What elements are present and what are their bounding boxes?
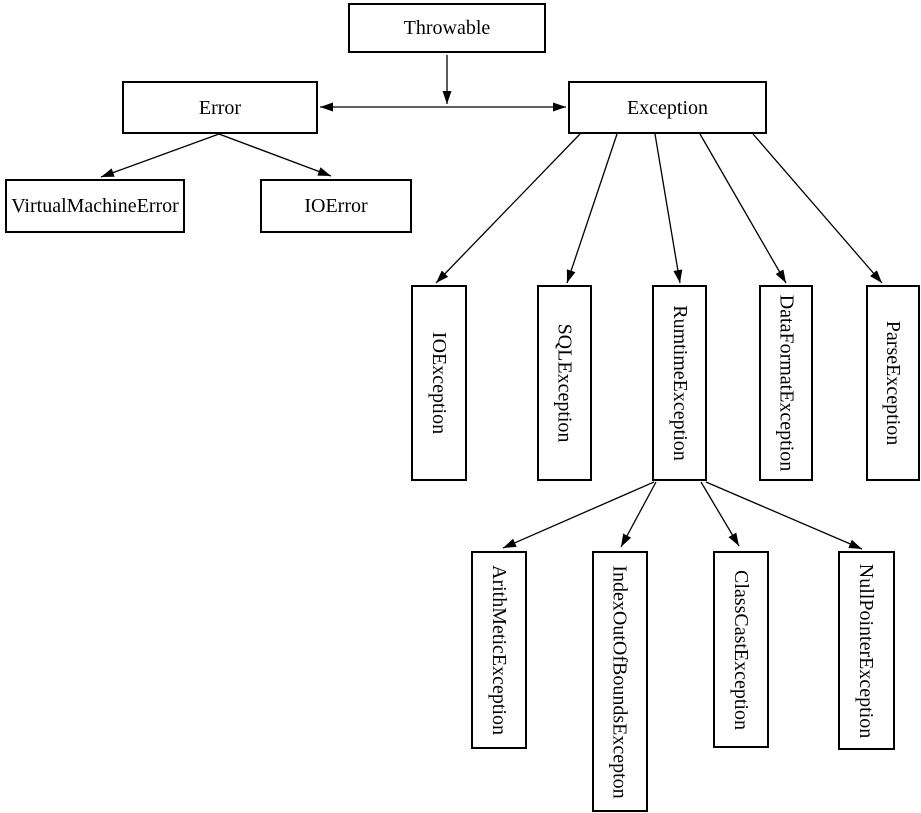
- node-label: IOError: [304, 195, 368, 217]
- node-class-cast-exception: ClassCastException: [713, 551, 769, 748]
- node-parse-exception: ParseException: [866, 285, 920, 481]
- node-label: IOException: [428, 331, 450, 435]
- node-label: IndexOutOfBoundsExcepton: [609, 564, 632, 799]
- edge-error-ioerror: [218, 133, 332, 177]
- edge-runtime-nullpointerexception: [705, 481, 863, 550]
- node-null-pointer-exception: NullPointerException: [838, 551, 895, 750]
- node-label: Exception: [626, 96, 709, 119]
- node-data-format-exception: DataFormatException: [759, 285, 813, 481]
- node-virtual-machine-error: VirtualMachineError: [5, 179, 185, 233]
- node-exception: Exception: [568, 81, 767, 134]
- node-label: DataFormatException: [775, 294, 797, 472]
- node-io-exception: IOException: [411, 285, 467, 481]
- node-runtime-exception: RumtimeException: [652, 285, 707, 481]
- node-label: VirtualMachineError: [11, 195, 179, 217]
- edge-runtime-classcastexception: [700, 481, 740, 547]
- edge-exception-dataformatexception: [699, 133, 787, 284]
- edge-exception-parseexception: [752, 133, 883, 284]
- node-index-out-of-bounds-exception: IndexOutOfBoundsExcepton: [592, 551, 648, 812]
- node-label: ParseException: [882, 320, 904, 446]
- node-label: Throwable: [403, 17, 491, 39]
- node-label: NullPointerException: [855, 563, 878, 738]
- edge-exception-runtimeexception: [654, 133, 683, 284]
- node-arithmetic-exception: ArithMeticException: [471, 551, 527, 749]
- edge-runtime-indexoutofbounds: [620, 481, 657, 548]
- node-throwable: Throwable: [348, 3, 546, 53]
- edge-exception-sqlexception: [566, 133, 618, 284]
- node-label: ClassCastException: [730, 569, 753, 730]
- edge-error-virtualmachineerror: [100, 133, 220, 178]
- node-error: Error: [122, 81, 318, 134]
- node-label: Error: [198, 96, 242, 119]
- node-io-error: IOError: [260, 179, 412, 233]
- node-label: ArithMeticException: [488, 565, 511, 735]
- node-label: RumtimeException: [668, 305, 691, 461]
- node-sql-exception: SQLException: [537, 285, 592, 481]
- node-label: SQLException: [553, 323, 576, 443]
- edge-runtime-arithmeticexception: [502, 481, 655, 549]
- edge-exception-ioexception: [435, 133, 581, 284]
